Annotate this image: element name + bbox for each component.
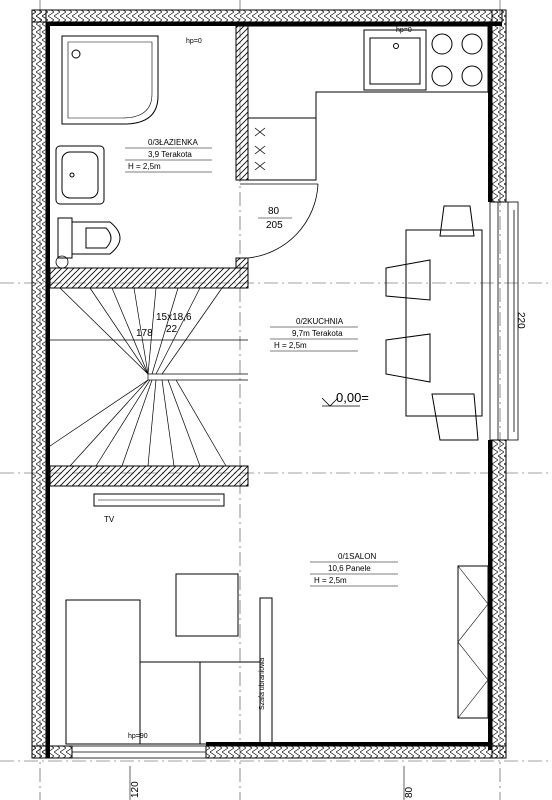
living-label: 0/1SALON 10,6 Panele H = 2,5m (310, 552, 398, 587)
tv-label: TV (104, 515, 115, 524)
door-width: 80 (268, 206, 280, 217)
living-height: H = 2,5m (314, 576, 347, 585)
hp-top-left: hp=0 (186, 38, 202, 45)
dining-table (405, 229, 483, 417)
stairs-dims: 15x18,6 (156, 312, 192, 323)
hp-top-right: hp=0 (396, 27, 412, 34)
stove-icon (431, 33, 483, 87)
kitchen-name: 0/2KUCHNIA (296, 317, 344, 326)
floor-level: 0,00= (336, 390, 369, 405)
kitchen-height: H = 2,5m (274, 341, 307, 350)
bottom-dim-left: 120 (130, 781, 141, 798)
living-name: 0/1SALON (338, 552, 376, 561)
outer-walls (31, 9, 507, 759)
hp-bottom: hp=90 (128, 733, 148, 740)
kitchen-label: 0/2KUCHNIA 9,7m Terakota H = 2,5m (270, 317, 358, 352)
door-swing-icon (240, 183, 319, 259)
stairs (49, 287, 248, 467)
wardrobe-label: Szafa ubraniowa (259, 658, 266, 710)
bathroom-label: 0/3ŁAZIENKA 3,9 Terakota H = 2,5m (125, 138, 212, 173)
living-area: 10,6 Panele (328, 564, 371, 573)
vent-marks (254, 127, 266, 171)
bathroom-drain (55, 255, 69, 269)
bathroom-area: 3,9 Terakota (148, 150, 192, 159)
kitchen-area: 9,7m Terakota (292, 329, 343, 338)
kitchen-sink-icon (363, 29, 427, 91)
interior-walls (49, 25, 249, 487)
wardrobe (259, 597, 273, 745)
window-right (489, 201, 519, 441)
sofa (65, 599, 261, 745)
coffee-table (175, 573, 239, 637)
toilet-icon (57, 217, 121, 259)
sink-icon (55, 145, 105, 205)
window-right-label: 220 (515, 312, 526, 329)
shower-icon (61, 35, 159, 125)
cabinet-right (457, 565, 489, 719)
bottom-dim-right: 80 (404, 786, 415, 798)
entrance-door (71, 745, 207, 759)
kitchen-counter (247, 25, 489, 181)
tv-unit (93, 493, 225, 507)
chair-icon (385, 205, 479, 441)
door-height: 205 (266, 220, 283, 231)
stairs-width: 178 (136, 328, 153, 339)
bathroom-height: H = 2,5m (128, 162, 161, 171)
stairs-count: 22 (166, 324, 178, 335)
bathroom-name: 0/3ŁAZIENKA (148, 138, 198, 147)
level-marker-icon (321, 397, 360, 407)
